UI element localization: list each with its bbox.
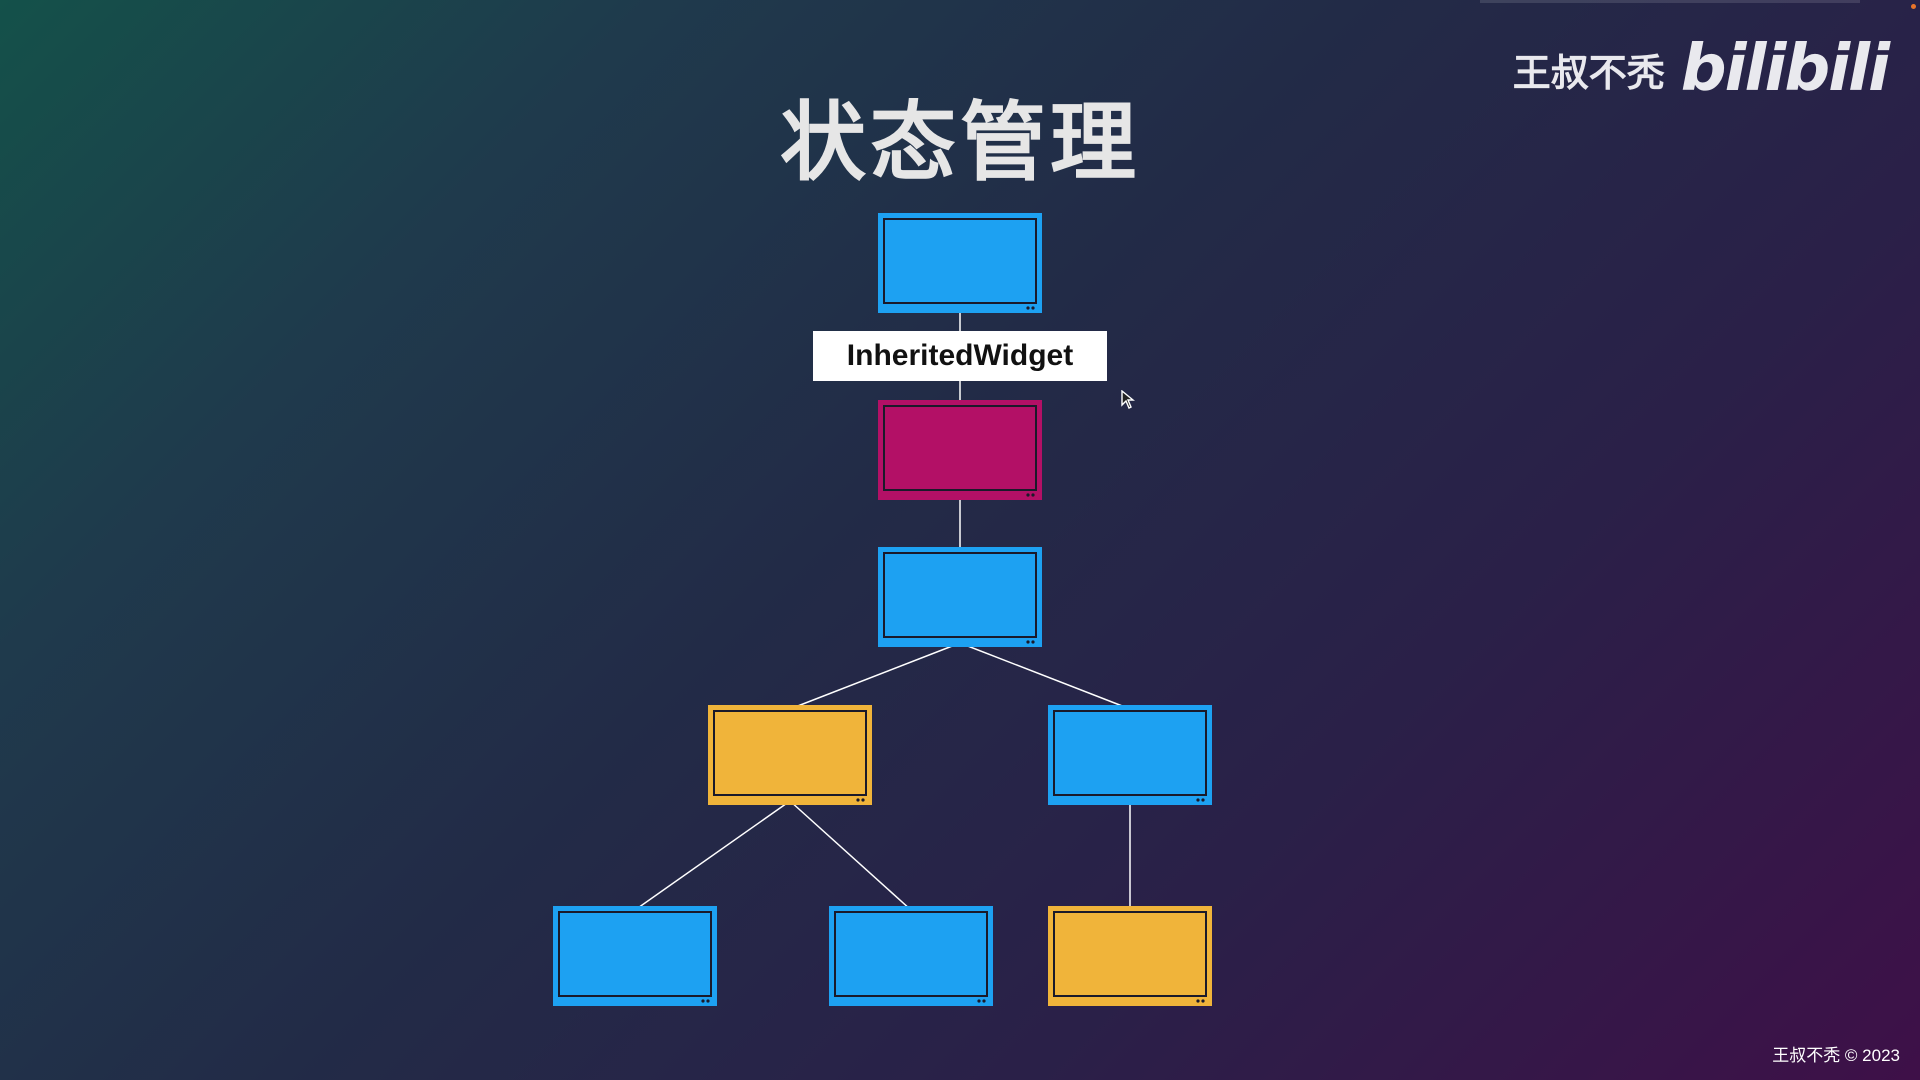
mouse-cursor-icon <box>1121 390 1135 409</box>
bilibili-logo: bilibili <box>1680 32 1890 106</box>
node-right <box>1048 705 1212 805</box>
copyright-text: 王叔不秃 © 2023 <box>1772 1046 1900 1065</box>
recording-dot <box>1911 4 1916 9</box>
edge-mid-to-left <box>789 642 961 710</box>
node-right-child <box>1048 906 1212 1006</box>
watermark-logo: 王叔不秃 bilibili <box>1512 32 1890 106</box>
page-title: 状态管理 <box>780 93 1140 193</box>
inherited-widget-label: InheritedWidget <box>813 331 1107 381</box>
node-root <box>878 213 1042 313</box>
node-left-left <box>553 906 717 1006</box>
watermark-author: 王叔不秃 <box>1512 50 1665 95</box>
top-progress-bar <box>1480 0 1860 3</box>
node-left <box>708 705 872 805</box>
edge-left-to-left-left <box>634 800 791 911</box>
node-mid <box>878 547 1042 647</box>
node-left-right <box>829 906 993 1006</box>
edge-left-to-left-right <box>789 800 912 911</box>
node-inherited <box>878 400 1042 500</box>
edge-mid-to-right <box>959 642 1131 710</box>
